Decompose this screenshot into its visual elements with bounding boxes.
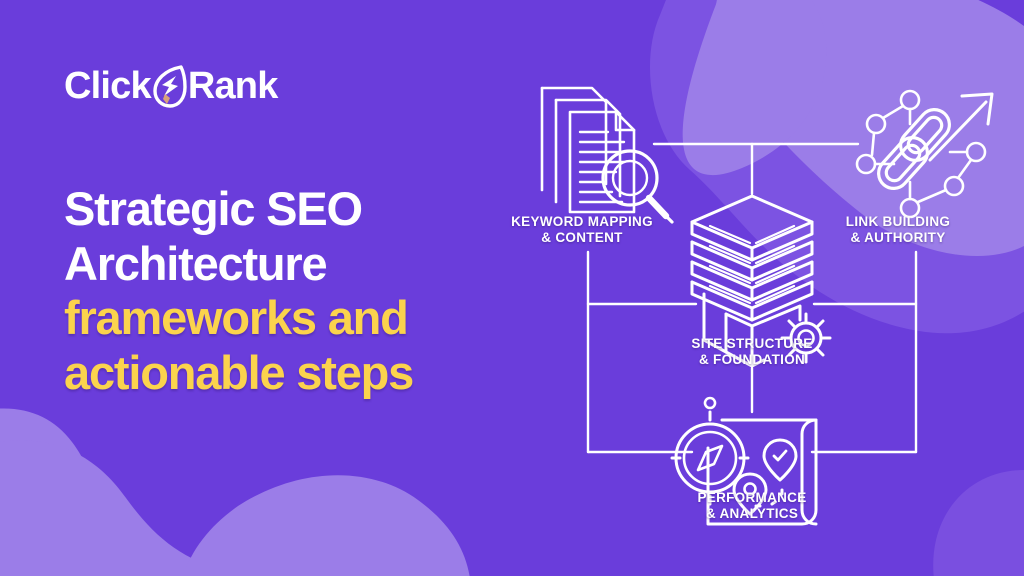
seo-architecture-diagram: KEYWORD MAPPING & CONTENT LINK BUILDING … — [496, 72, 1008, 560]
logo-text-click: Click — [64, 65, 152, 107]
headline-line-3: frameworks and — [64, 291, 409, 345]
headline-line-1: Strategic SEO — [64, 182, 363, 235]
documents-magnifier-icon — [540, 86, 674, 224]
chain-network-arrow-icon — [855, 89, 994, 219]
blob-bottom-left-light — [0, 408, 93, 576]
map-compass-pins-icon — [670, 396, 818, 526]
brand-logo[interactable]: Click Rank — [64, 60, 278, 112]
diagram-graphics — [540, 86, 994, 526]
blob-bottom-center-light — [183, 475, 470, 576]
page-title: Strategic SEO Architecture frameworks an… — [64, 182, 534, 400]
headline-line-2: Architecture — [64, 236, 328, 290]
logo-text-rank: Rank — [187, 65, 279, 107]
blob-bottom-left-sweep — [0, 440, 233, 576]
server-stack-gear-icon — [690, 194, 832, 368]
headline-line-4: actionable steps — [64, 345, 414, 399]
connector-lines — [586, 142, 918, 454]
leaf-lightning-icon — [153, 65, 187, 108]
